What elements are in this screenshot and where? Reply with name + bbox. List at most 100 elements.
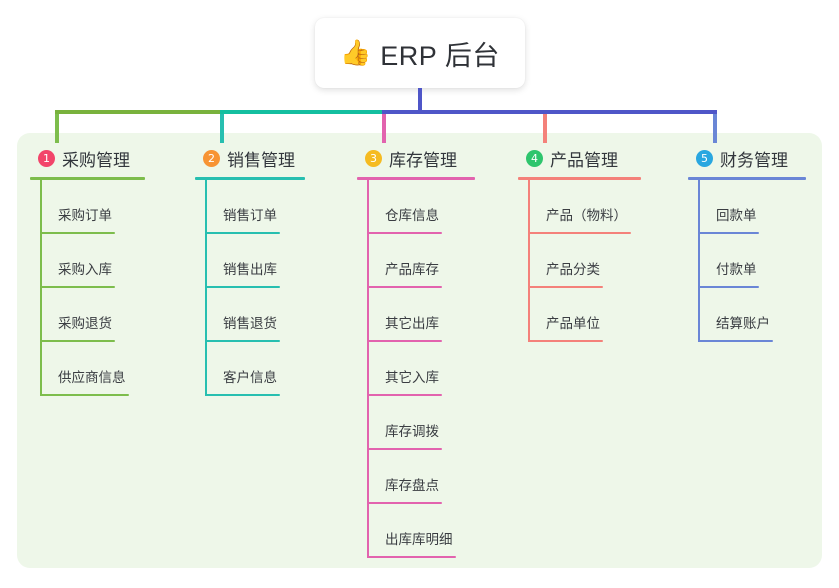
branch-item[interactable]: 库存调拨	[357, 396, 475, 450]
branch-item-underline	[698, 232, 759, 234]
branch-item-label: 销售订单	[223, 208, 277, 223]
branch-item-label: 供应商信息	[58, 370, 126, 385]
branch-item[interactable]: 其它入库	[357, 342, 475, 396]
branch-item-underline	[205, 394, 280, 396]
branch-title: 采购管理	[62, 150, 130, 170]
connector-bar-segment-1	[55, 110, 222, 114]
connector-drop-3	[382, 112, 386, 143]
root-node-content: 👍 ERP 后台	[340, 34, 500, 73]
branch-item[interactable]: 采购退货	[30, 288, 145, 342]
branch-item[interactable]: 销售出库	[195, 234, 305, 288]
branch-number-badge: 2	[203, 149, 220, 167]
branch-item-underline	[40, 394, 129, 396]
branch-item-label: 仓库信息	[385, 208, 439, 223]
branch-item-label: 其它入库	[385, 370, 439, 385]
branch-header-4[interactable]: 4 产品管理	[518, 145, 641, 171]
branch-spine-line	[205, 180, 207, 396]
branch-spine-line	[528, 180, 530, 342]
branch-item-label: 出库库明细	[385, 532, 453, 547]
branch-item-underline	[528, 232, 632, 234]
branch-items: 产品（物料） 产品分类产品单位	[518, 180, 641, 342]
branch-title: 销售管理	[227, 150, 295, 170]
branch-item-label: 产品库存	[385, 262, 439, 277]
branch-item[interactable]: 采购订单	[30, 180, 145, 234]
branch-item-underline	[698, 340, 773, 342]
branch-underline	[688, 177, 806, 180]
branch-number-badge: 5	[696, 149, 713, 167]
branch-item-underline	[40, 286, 115, 288]
branch-item-label: 库存盘点	[385, 478, 439, 493]
branch-item[interactable]: 供应商信息	[30, 342, 145, 396]
branch-item-label: 库存调拨	[385, 424, 439, 439]
branch-column-5: 5 财务管理回款单付款单结算账户	[688, 145, 806, 342]
branch-item[interactable]: 采购入库	[30, 234, 145, 288]
branch-item-label: 销售退货	[223, 316, 277, 331]
branch-item-underline	[367, 556, 456, 558]
connector-drop-4	[543, 112, 547, 143]
branch-item-label: 销售出库	[223, 262, 277, 277]
branch-item-underline	[698, 286, 759, 288]
branch-underline	[357, 177, 475, 180]
branch-item[interactable]: 销售退货	[195, 288, 305, 342]
branch-title: 财务管理	[720, 150, 788, 170]
connector-drop-1	[55, 112, 59, 143]
branch-item[interactable]: 库存盘点	[357, 450, 475, 504]
branch-item[interactable]: 产品库存	[357, 234, 475, 288]
branch-item[interactable]: 产品单位	[518, 288, 641, 342]
branch-item[interactable]: 结算账户	[688, 288, 806, 342]
branch-items: 仓库信息产品库存其它出库其它入库库存调拨库存盘点出库库明细	[357, 180, 475, 558]
branch-header-2[interactable]: 2 销售管理	[195, 145, 305, 171]
connector-drop-5	[713, 112, 717, 143]
branch-item-label: 客户信息	[223, 370, 277, 385]
branch-title: 产品管理	[550, 150, 618, 170]
connector-bar-segment-2	[220, 110, 384, 114]
branch-item-underline	[528, 286, 603, 288]
branch-column-2: 2 销售管理销售订单销售出库销售退货客户信息	[195, 145, 305, 396]
branch-items: 采购订单采购入库采购退货供应商信息	[30, 180, 145, 396]
branch-item-underline	[528, 340, 603, 342]
branch-header-3[interactable]: 3 库存管理	[357, 145, 475, 171]
branch-item[interactable]: 销售订单	[195, 180, 305, 234]
branch-item-underline	[367, 448, 442, 450]
connector-bar-segment-3	[382, 110, 717, 114]
branch-number-badge: 4	[526, 149, 543, 167]
branch-item[interactable]: 客户信息	[195, 342, 305, 396]
thumbs-up-icon: 👍	[340, 38, 372, 67]
branch-items: 回款单付款单结算账户	[688, 180, 806, 342]
branch-item-label: 产品单位	[546, 316, 600, 331]
branch-item-underline	[205, 286, 280, 288]
branch-column-4: 4 产品管理产品（物料） 产品分类产品单位	[518, 145, 641, 342]
branch-spine-line	[40, 180, 42, 396]
branch-item[interactable]: 仓库信息	[357, 180, 475, 234]
branch-item-label: 其它出库	[385, 316, 439, 331]
branch-item[interactable]: 回款单	[688, 180, 806, 234]
connector-drop-2	[220, 112, 224, 143]
mindmap-panel	[17, 133, 822, 568]
branch-title: 库存管理	[389, 150, 457, 170]
branch-item[interactable]: 出库库明细	[357, 504, 475, 558]
branch-item[interactable]: 产品分类	[518, 234, 641, 288]
branch-number-badge: 3	[365, 149, 382, 167]
branch-item[interactable]: 其它出库	[357, 288, 475, 342]
branch-item-underline	[367, 232, 442, 234]
branch-item-label: 采购订单	[58, 208, 112, 223]
branch-item-label: 结算账户	[716, 316, 770, 331]
branch-item[interactable]: 产品（物料）	[518, 180, 641, 234]
branch-item[interactable]: 付款单	[688, 234, 806, 288]
branch-spine-line	[367, 180, 369, 558]
branch-item-label: 回款单	[716, 208, 757, 223]
branch-item-underline	[205, 232, 280, 234]
root-node-card[interactable]: 👍 ERP 后台	[315, 18, 525, 88]
branch-item-underline	[205, 340, 280, 342]
branch-item-underline	[367, 286, 442, 288]
branch-item-underline	[367, 394, 442, 396]
branch-header-5[interactable]: 5 财务管理	[688, 145, 806, 171]
root-node-title: ERP 后台	[380, 40, 500, 71]
branch-underline	[30, 177, 145, 180]
branch-item-label: 付款单	[716, 262, 757, 277]
branch-item-underline	[40, 340, 115, 342]
branch-item-label: 产品（物料）	[546, 208, 627, 223]
branch-underline	[518, 177, 641, 180]
branch-item-underline	[40, 232, 115, 234]
